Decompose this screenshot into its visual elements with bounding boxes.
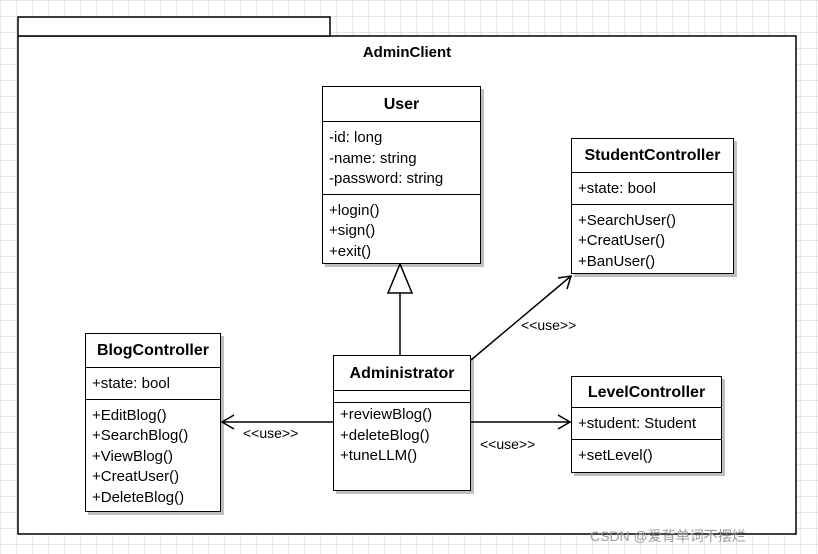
method: +reviewBlog() [340, 406, 433, 423]
attribute-section [334, 391, 470, 403]
attribute-section: +student: Student [572, 408, 721, 440]
watermark: CSDN @爱背单词不摆烂 [590, 528, 746, 544]
method-section: +login() +sign() +exit() [323, 195, 480, 267]
arrowhead-level-icon [557, 414, 572, 430]
attribute-section: +state: bool [572, 173, 733, 205]
class-user[interactable]: User -id: long -name: string -password: … [322, 86, 481, 264]
class-student-controller[interactable]: StudentController +state: bool +SearchUs… [571, 138, 734, 274]
method: +tuneLLM() [340, 447, 418, 464]
attribute: -id: long [329, 129, 383, 146]
arrowhead-blog-icon [220, 414, 235, 430]
method: +exit() [329, 242, 372, 260]
attribute: +state: bool [92, 375, 170, 392]
attribute: -name: string [329, 149, 417, 167]
package-tab [17, 16, 331, 37]
attribute-section: +state: bool [86, 368, 220, 400]
class-name: User [323, 87, 480, 122]
method: +deleteBlog() [340, 426, 430, 444]
method: +CreatUser() [92, 468, 180, 485]
method-section: +reviewBlog() +deleteBlog() +tuneLLM() [334, 403, 470, 471]
use-label-blog: <<use>> [243, 425, 299, 441]
method-section: +setLevel() [572, 440, 721, 471]
class-level-controller[interactable]: LevelController +student: Student +setLe… [571, 376, 722, 473]
attribute: -password: string [329, 170, 444, 187]
method: +ViewBlog() [92, 447, 174, 465]
method: +SearchBlog() [92, 427, 189, 444]
use-line-student [470, 275, 572, 361]
class-blog-controller[interactable]: BlogController +state: bool +EditBlog() … [85, 333, 221, 512]
method-section: +SearchUser() +CreatUser() +BanUser() [572, 205, 733, 277]
method: +SearchUser() [578, 211, 676, 229]
class-name: StudentController [572, 139, 733, 173]
class-name: BlogController [86, 334, 220, 368]
method: +EditBlog() [92, 406, 167, 424]
attribute: +state: bool [578, 180, 656, 197]
class-administrator[interactable]: Administrator +reviewBlog() +deleteBlog(… [333, 355, 471, 491]
method-section: +EditBlog() +SearchBlog() +ViewBlog() +C… [86, 400, 220, 513]
class-name: LevelController [572, 377, 721, 408]
generalization-arrowhead-icon [386, 262, 414, 294]
method: +setLevel() [578, 446, 653, 464]
method: +BanUser() [578, 252, 656, 270]
method: +sign() [329, 222, 376, 239]
package-title: AdminClient [362, 44, 452, 61]
attribute: +student: Student [578, 415, 697, 432]
method: +login() [329, 201, 380, 219]
method: +DeleteBlog() [92, 488, 185, 506]
arrowhead-student-icon [557, 275, 573, 290]
class-name: Administrator [334, 356, 470, 391]
use-label-level: <<use>> [480, 436, 536, 452]
method: +CreatUser() [578, 232, 666, 249]
use-label-student: <<use>> [521, 317, 577, 333]
attribute-section: -id: long -name: string -password: strin… [323, 122, 480, 195]
